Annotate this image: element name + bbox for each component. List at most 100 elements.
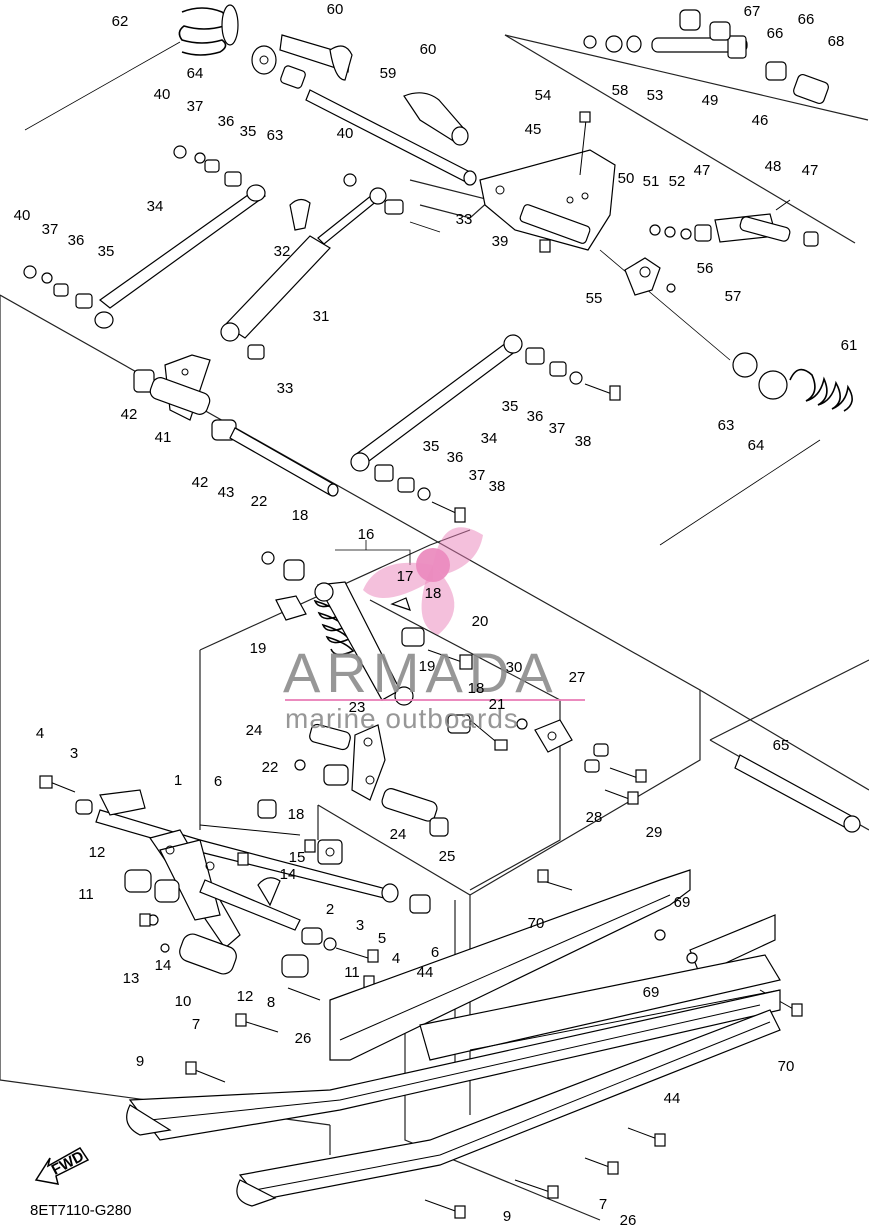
callout-14: 14 — [280, 866, 297, 883]
bushings-upper-left — [23, 145, 357, 309]
callout-47: 47 — [694, 162, 711, 179]
callout-67: 67 — [744, 3, 761, 20]
callout-43: 43 — [218, 484, 235, 501]
callout-64: 64 — [748, 437, 765, 454]
pivot-shaft-49 — [583, 9, 829, 105]
callout-11: 11 — [344, 964, 360, 981]
callout-50: 50 — [618, 170, 635, 187]
callout-4: 4 — [36, 725, 44, 742]
callout-35: 35 — [98, 243, 115, 260]
callout-25: 25 — [439, 848, 456, 865]
callout-7: 7 — [599, 1196, 607, 1213]
callout-38: 38 — [575, 433, 592, 450]
callout-7: 7 — [192, 1016, 200, 1033]
diagram-code: 8ET7110-G280 — [30, 1202, 131, 1219]
callout-34: 34 — [481, 430, 498, 447]
arm-41-43 — [133, 354, 339, 497]
callout-10: 10 — [175, 993, 192, 1010]
callout-6: 6 — [214, 773, 222, 790]
callout-51: 51 — [643, 173, 660, 190]
callout-39: 39 — [492, 233, 509, 250]
callout-64: 64 — [187, 65, 204, 82]
callout-37: 37 — [187, 98, 204, 115]
callout-47: 47 — [802, 162, 819, 179]
callout-18: 18 — [288, 806, 305, 823]
fwd-arrow-icon: FWD — [34, 1147, 90, 1185]
callout-53: 53 — [647, 87, 664, 104]
callout-19: 19 — [419, 658, 436, 675]
callout-35: 35 — [423, 438, 440, 455]
callout-40: 40 — [154, 86, 171, 103]
callout-26: 26 — [295, 1030, 312, 1047]
callout-70: 70 — [778, 1058, 795, 1075]
watermark-tagline: marine outboards — [285, 703, 519, 734]
callout-38: 38 — [489, 478, 506, 495]
callout-66: 66 — [767, 25, 784, 42]
callout-35: 35 — [502, 398, 519, 415]
callout-52: 52 — [669, 173, 686, 190]
callout-20: 20 — [472, 613, 489, 630]
callout-17: 17 — [397, 568, 414, 585]
rod-65 — [734, 754, 861, 833]
callout-32: 32 — [274, 243, 291, 260]
callout-2: 2 — [326, 901, 334, 918]
propeller-logo-icon — [363, 527, 483, 635]
callout-1: 1 — [174, 772, 182, 789]
callout-65: 65 — [773, 737, 790, 754]
rear-arm-34-lower — [350, 334, 621, 523]
link-46 — [649, 199, 819, 247]
callout-37: 37 — [42, 221, 59, 238]
damper-31 — [220, 187, 441, 360]
callout-12: 12 — [89, 844, 106, 861]
callout-48: 48 — [765, 158, 782, 175]
slide-rail-right — [329, 869, 803, 1061]
callout-36: 36 — [447, 449, 464, 466]
callout-9: 9 — [503, 1208, 511, 1225]
callout-33: 33 — [277, 380, 294, 397]
callout-26: 26 — [620, 1212, 637, 1226]
callout-16: 16 — [358, 526, 375, 543]
callout-54: 54 — [535, 87, 552, 104]
callout-11: 11 — [78, 886, 94, 903]
linkage-23-27 — [294, 714, 647, 837]
callout-45: 45 — [525, 121, 542, 138]
shaft-60-right — [403, 92, 469, 146]
front-arm-1 — [95, 789, 399, 949]
shaft-60-59 — [279, 34, 477, 186]
callout-69: 69 — [643, 984, 660, 1001]
callout-63: 63 — [718, 417, 735, 434]
callout-3: 3 — [70, 745, 78, 762]
callout-42: 42 — [121, 406, 138, 423]
callout-36: 36 — [218, 113, 235, 130]
callout-13: 13 — [123, 970, 140, 987]
callout-14: 14 — [155, 957, 172, 974]
callout-18: 18 — [425, 585, 442, 602]
callout-28: 28 — [586, 809, 603, 826]
callout-8: 8 — [267, 994, 275, 1011]
callout-44: 44 — [664, 1090, 681, 1107]
callout-57: 57 — [725, 288, 742, 305]
fwd-label: FWD — [49, 1148, 87, 1179]
bushing-64-left — [251, 45, 277, 75]
callout-37: 37 — [549, 420, 566, 437]
callout-36: 36 — [527, 408, 544, 425]
spring-62 — [178, 4, 239, 56]
callout-40: 40 — [14, 207, 31, 224]
callout-23: 23 — [349, 699, 366, 716]
callout-61: 61 — [841, 337, 858, 354]
bushings-lower — [39, 775, 431, 1083]
callout-22: 22 — [251, 493, 268, 510]
callout-58: 58 — [612, 82, 629, 99]
armada-watermark: ARMADA marine outboards — [283, 527, 585, 734]
callout-63: 63 — [267, 127, 284, 144]
callout-69: 69 — [674, 894, 691, 911]
callout-56: 56 — [697, 260, 714, 277]
callout-62: 62 — [112, 13, 129, 30]
callout-24: 24 — [246, 722, 263, 739]
callout-9: 9 — [136, 1053, 144, 1070]
callout-46: 46 — [752, 112, 769, 129]
callout-24: 24 — [390, 826, 407, 843]
